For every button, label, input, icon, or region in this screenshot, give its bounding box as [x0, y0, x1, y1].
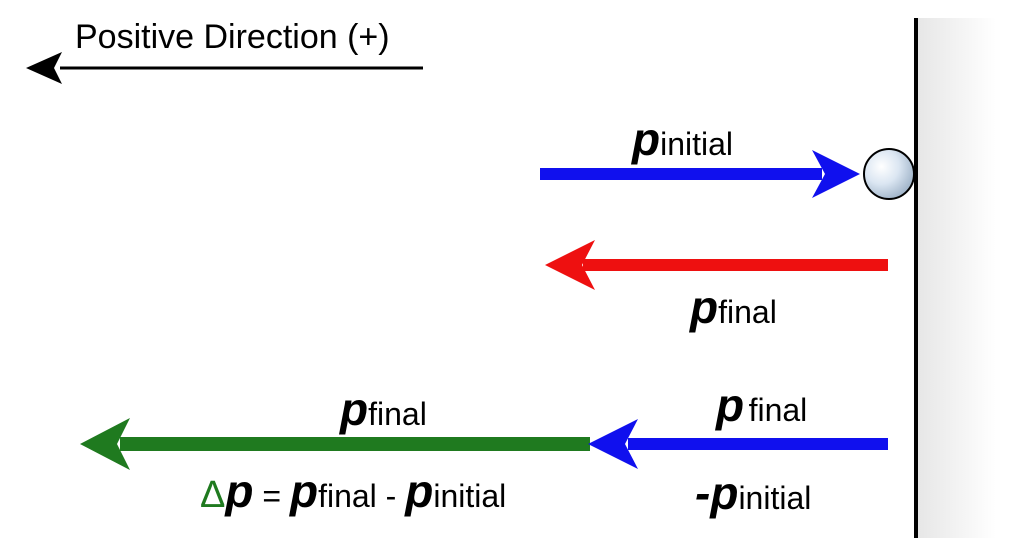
minus-operator: - [376, 478, 406, 514]
subscript-final: final [368, 396, 427, 432]
p-symbol: p [716, 379, 745, 431]
subscript-final: final [318, 478, 377, 514]
positive-direction-label: Positive Direction (+) [75, 18, 390, 56]
p-initial-arrow [540, 150, 860, 198]
minus-sign: - [695, 467, 711, 519]
wall-shading [916, 18, 996, 538]
p-symbol: p [405, 465, 434, 517]
subscript-initial: initial [660, 126, 734, 162]
ball [863, 148, 915, 200]
p-symbol: p [289, 465, 319, 517]
subscript-initial: initial [433, 478, 507, 514]
delta-symbol: Δ [200, 474, 226, 516]
negative-p-initial-label: -pinitial [695, 470, 811, 516]
delta-p-arrow [80, 418, 590, 470]
negative-p-initial-arrow [588, 419, 888, 469]
p-symbol: p [225, 465, 254, 517]
subscript-final: final [748, 392, 808, 428]
p-final-label: pfinal [690, 284, 777, 330]
delta-p-equation: Δp = pfinal - pinitial [200, 468, 506, 514]
p-initial-label: pinitial [632, 116, 733, 162]
equals-sign: = [253, 478, 290, 514]
subscript-initial: initial [738, 480, 812, 516]
p-symbol: p [690, 281, 719, 333]
p-symbol: p [632, 113, 661, 165]
positive-direction-arrow [26, 52, 423, 84]
p-final-arrow [545, 240, 888, 290]
sum-p-final-label: p final [716, 382, 807, 428]
subscript-final: final [718, 294, 777, 330]
p-symbol: p [340, 383, 369, 435]
p-symbol: p [710, 467, 739, 519]
delta-p-final-label: pfinal [340, 386, 427, 432]
